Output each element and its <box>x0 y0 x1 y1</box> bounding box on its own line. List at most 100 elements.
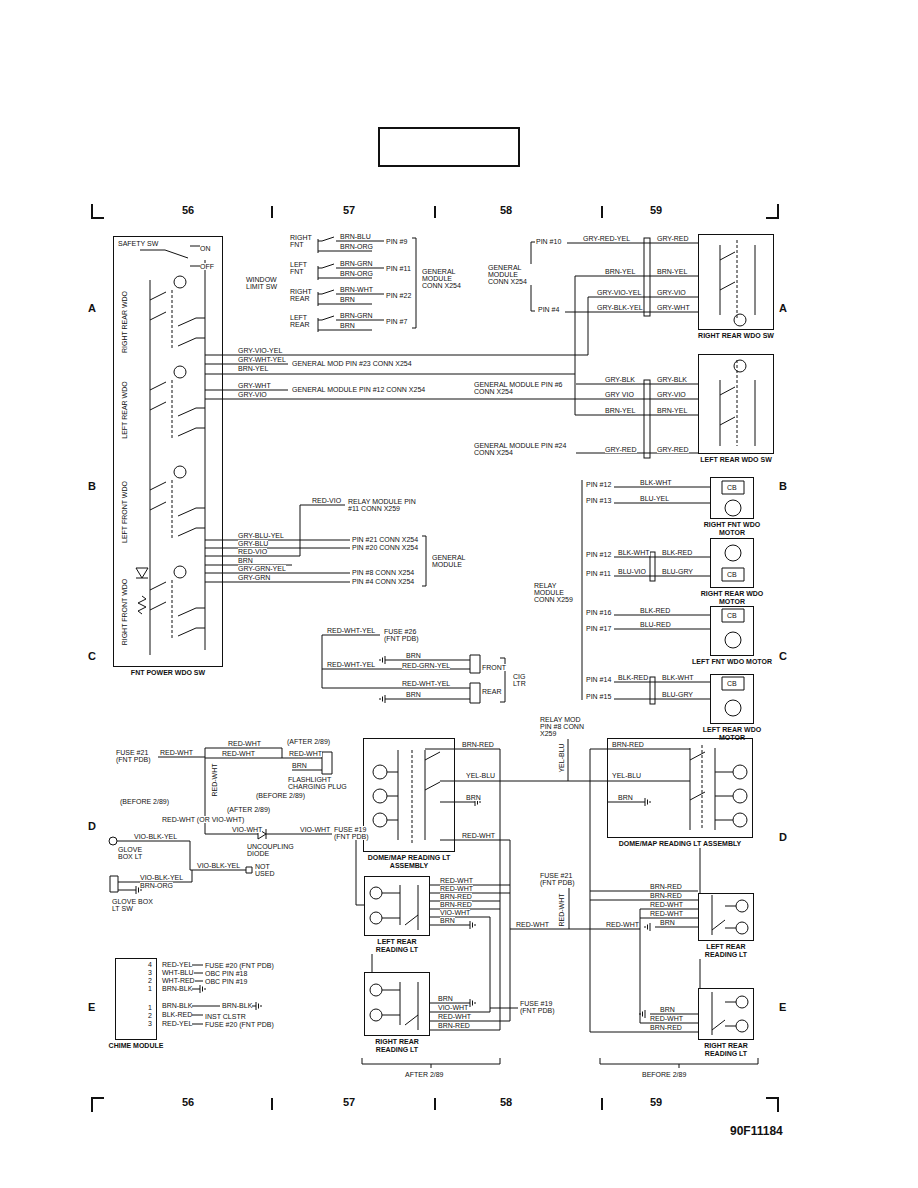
wire-label: RED-YEL <box>162 961 192 968</box>
motor-wires <box>582 480 710 700</box>
grid-reference: 56 <box>182 1097 194 1108</box>
wire-label: PIN #11 <box>386 265 411 272</box>
wire-label: PIN #17 <box>586 625 611 632</box>
wire-label: RED-WHT-YEL <box>402 680 450 687</box>
lamp-wires-after <box>430 739 640 1030</box>
wire-label: RED-WHT <box>438 1013 471 1020</box>
wire-label: CIG LTR <box>513 673 531 687</box>
grid-reference: 90F11184 <box>730 1125 783 1137</box>
wire-connector <box>700 959 701 988</box>
wire-label: RED-WHT <box>228 740 261 747</box>
component-name: RIGHT REAR WDO MOTOR <box>692 590 772 606</box>
wire-label: WINDOW LIMIT SW <box>246 276 286 290</box>
component-name: RIGHT REAR READING LT <box>364 1038 430 1054</box>
wire-label: GRY-RED <box>657 235 689 242</box>
wire-label: 1 <box>148 985 152 992</box>
wire-label: PIN #20 CONN X254 <box>352 544 418 551</box>
grid-reference: D <box>779 832 787 843</box>
wire-label: BRN-YEL <box>605 268 635 275</box>
component-box: RIGHT REAR READING LT <box>364 972 430 1054</box>
wire-label: RED-WHT <box>211 763 218 796</box>
wire-label: BLK-WHT <box>662 674 694 681</box>
wire-label: YEL-BLU <box>612 772 641 779</box>
wire-label: VIO-BLK-YEL <box>140 874 183 881</box>
wire-label: LEFT REAR WDO <box>121 381 128 438</box>
group-brackets <box>362 1058 758 1068</box>
grid-reference: B <box>779 481 787 492</box>
wire-label: GRY-VIO <box>657 391 686 398</box>
wire-label: GRY-BLU-YEL <box>238 532 284 539</box>
wire-label: BRN-WHT <box>340 286 373 293</box>
wire-label: PIN #10 <box>536 238 561 245</box>
wire-label: RELAY MODULE PIN #11 CONN X259 <box>348 498 420 512</box>
wire-label: FUSE #26 (FNT PDB) <box>384 628 424 642</box>
wire-label: LEFT FRONT WDO <box>121 481 128 543</box>
wire-label: RED-WHT <box>462 832 495 839</box>
wire-label: PIN #21 CONN X254 <box>352 536 418 543</box>
wire-label: PIN #12 <box>586 481 611 488</box>
wire-label: PIN #16 <box>586 609 611 616</box>
wire-label: BRN-BLK <box>222 1002 252 1009</box>
chime-wires <box>192 965 256 1024</box>
wire-label: PIN #22 <box>386 292 411 299</box>
wire-label: FRONT <box>482 664 506 671</box>
title-frame <box>379 128 519 166</box>
wire-label: FLASHLIGHT CHARGING PLUG <box>288 776 354 790</box>
wire-label: RED-WHT <box>289 750 322 757</box>
wire-label: FUSE #21 (FNT PDB) <box>540 872 582 886</box>
wire-connector <box>228 276 694 374</box>
wire-label: BRN-RED <box>462 741 494 748</box>
indicator-lamps <box>174 276 746 578</box>
wire-label: BLU-GRY <box>662 691 693 698</box>
component-box: RIGHT REAR WDO SW <box>694 234 778 340</box>
wire-label: BRN-YEL <box>657 407 687 414</box>
component-box: DOME/MAP READING LT ASSEMBLY <box>607 738 753 848</box>
wire-label: WHT-BLU <box>162 969 194 976</box>
component-outline <box>698 354 774 454</box>
wire-label: BRN-RED <box>438 1022 470 1029</box>
grid-reference: 56 <box>182 205 194 216</box>
window-switch-contacts <box>150 292 205 636</box>
wire-label: 4 <box>148 961 152 968</box>
wire-label: BRN <box>340 296 355 303</box>
wire-label: OBC PIN #18 <box>205 970 247 977</box>
wire-label: RED-WHT <box>516 921 549 928</box>
component-outline <box>607 738 753 838</box>
wire-label: OBC PIN #19 <box>205 978 247 985</box>
wire-label: RED-WHT-YEL <box>327 661 375 668</box>
wire-label: BRN-RED <box>650 892 682 899</box>
connector <box>650 552 655 581</box>
wire-label: GRY-VIO-YEL <box>238 347 282 354</box>
grid-reference: 59 <box>650 1097 662 1108</box>
component-outline <box>698 234 774 330</box>
rear-switch-wires <box>531 242 755 453</box>
wire-label: VIO-BLK-YEL <box>197 862 240 869</box>
grid-reference: 59 <box>650 205 662 216</box>
component-outline <box>710 538 754 588</box>
component-outline <box>364 972 430 1036</box>
wire-label: BRN <box>660 919 675 926</box>
wire-label: (BEFORE 2/89) <box>256 792 305 799</box>
wire-label: PIN #14 <box>586 676 611 683</box>
grid-reference: 57 <box>343 1097 355 1108</box>
corner-marks <box>92 204 778 1112</box>
wire-label: GRY-WHT-YEL <box>238 356 286 363</box>
wire-label: GRY-GRN <box>238 574 270 581</box>
wire-label: 3 <box>148 969 152 976</box>
dome-before-internals <box>607 748 747 830</box>
reading-lamps-before <box>712 895 748 1035</box>
wire-label: AFTER 2/89 <box>405 1071 444 1078</box>
wire-label: VIO-WHT <box>440 909 470 916</box>
wire-label: ON <box>200 245 211 252</box>
wire-label: GRY-RED-YEL <box>583 235 630 242</box>
wire-label: GRY-WHT <box>657 304 690 311</box>
wire-label: RIGHT FNT <box>290 234 316 248</box>
wire-label: GENERAL MOD PIN #23 CONN X254 <box>292 360 412 367</box>
wire-connector <box>228 399 694 400</box>
grid-reference: A <box>88 303 96 314</box>
wire-label: BRN-ORG <box>340 243 373 250</box>
wire-label: BRN <box>438 995 453 1002</box>
component-name: LEFT REAR WDO SW <box>694 456 778 464</box>
wire-label: GENERAL MODULE PIN #24 CONN X254 <box>474 442 574 456</box>
wire-label: REAR <box>482 688 501 695</box>
